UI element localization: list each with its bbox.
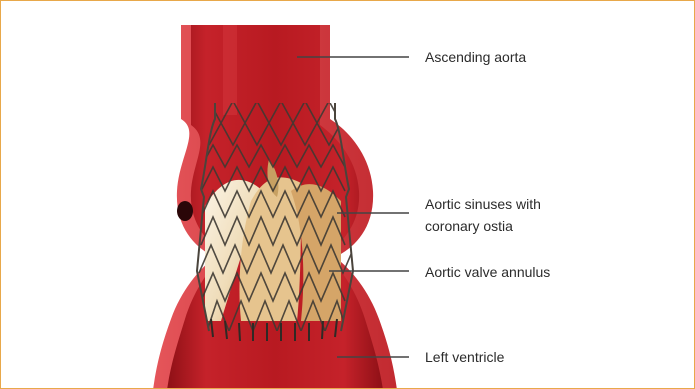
label-left-ventricle: Left ventricle [425, 348, 504, 366]
left-coronary-ostium [177, 201, 193, 221]
label-aortic-sinuses: Aortic sinuses with coronary ostia [425, 195, 541, 235]
label-aortic-sinuses-line-1: Aortic sinuses with [425, 195, 541, 213]
label-ascending-aorta: Ascending aorta [425, 48, 526, 66]
label-ascending-aorta-text: Ascending aorta [425, 49, 526, 65]
label-aortic-sinuses-line-2: coronary ostia [425, 217, 541, 235]
label-aortic-valve-annulus: Aortic valve annulus [425, 263, 550, 281]
aorta-highlight [223, 25, 237, 115]
label-left-ventricle-text: Left ventricle [425, 349, 504, 365]
label-aortic-valve-annulus-text: Aortic valve annulus [425, 264, 550, 280]
